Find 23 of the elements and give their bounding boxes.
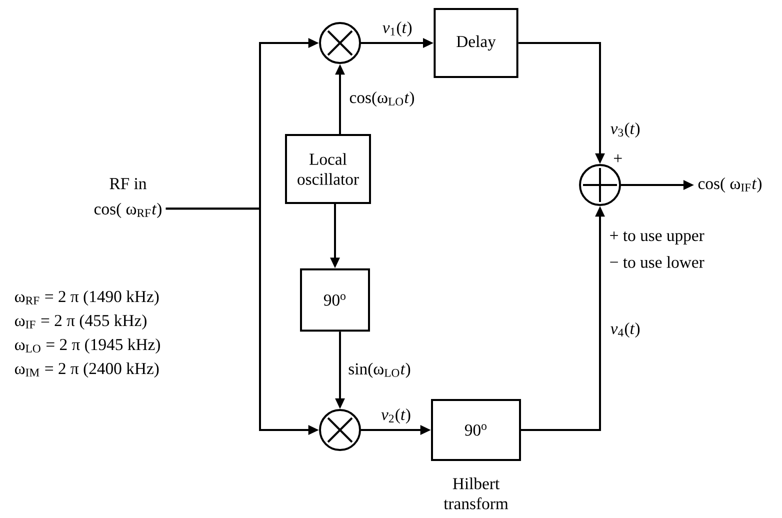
note-text: ω$_{RF}$ = 2 π (1490 kHz)	[14, 290, 159, 306]
note-text: ω$_{IM}$ = 2 π (2400 kHz)	[14, 362, 159, 378]
note-text: ω$_{LO}$ = 2 π (1945 kHz)	[14, 338, 160, 354]
sign-label: +	[614, 154, 622, 162]
edge-label: v$_{3}$(t)	[610, 122, 640, 138]
edge-label: v$_{2}$(t)	[381, 408, 410, 424]
mixer-symbol	[319, 22, 361, 64]
block-box: 90$^{o}$	[300, 268, 370, 332]
block-box: 90$^{o}$	[431, 399, 521, 461]
block-box: Delay	[434, 8, 518, 78]
note-text: + to use upper	[610, 232, 704, 244]
edge-label: v$_{4}$(t)	[610, 322, 640, 338]
note-text: − to use lower	[610, 256, 704, 268]
edge-label: sin(ω$_{LO}$t)	[348, 362, 410, 378]
summing-junction	[579, 164, 621, 206]
edge-label: cos(ω$_{LO}$t)	[350, 91, 414, 107]
caption-text: Hilbert transform	[444, 478, 508, 510]
note-text: ω$_{IF}$ = 2 π (455 kHz)	[14, 314, 146, 330]
signal-text: cos( ω$_{IF}$t)	[698, 177, 762, 193]
block-box: Local oscillator	[285, 134, 371, 204]
edge-label: v$_{1}$(t)	[382, 21, 412, 37]
mixer-symbol	[319, 409, 361, 451]
signal-text: RF in cos( ω$_{RF}$t)	[94, 178, 162, 218]
